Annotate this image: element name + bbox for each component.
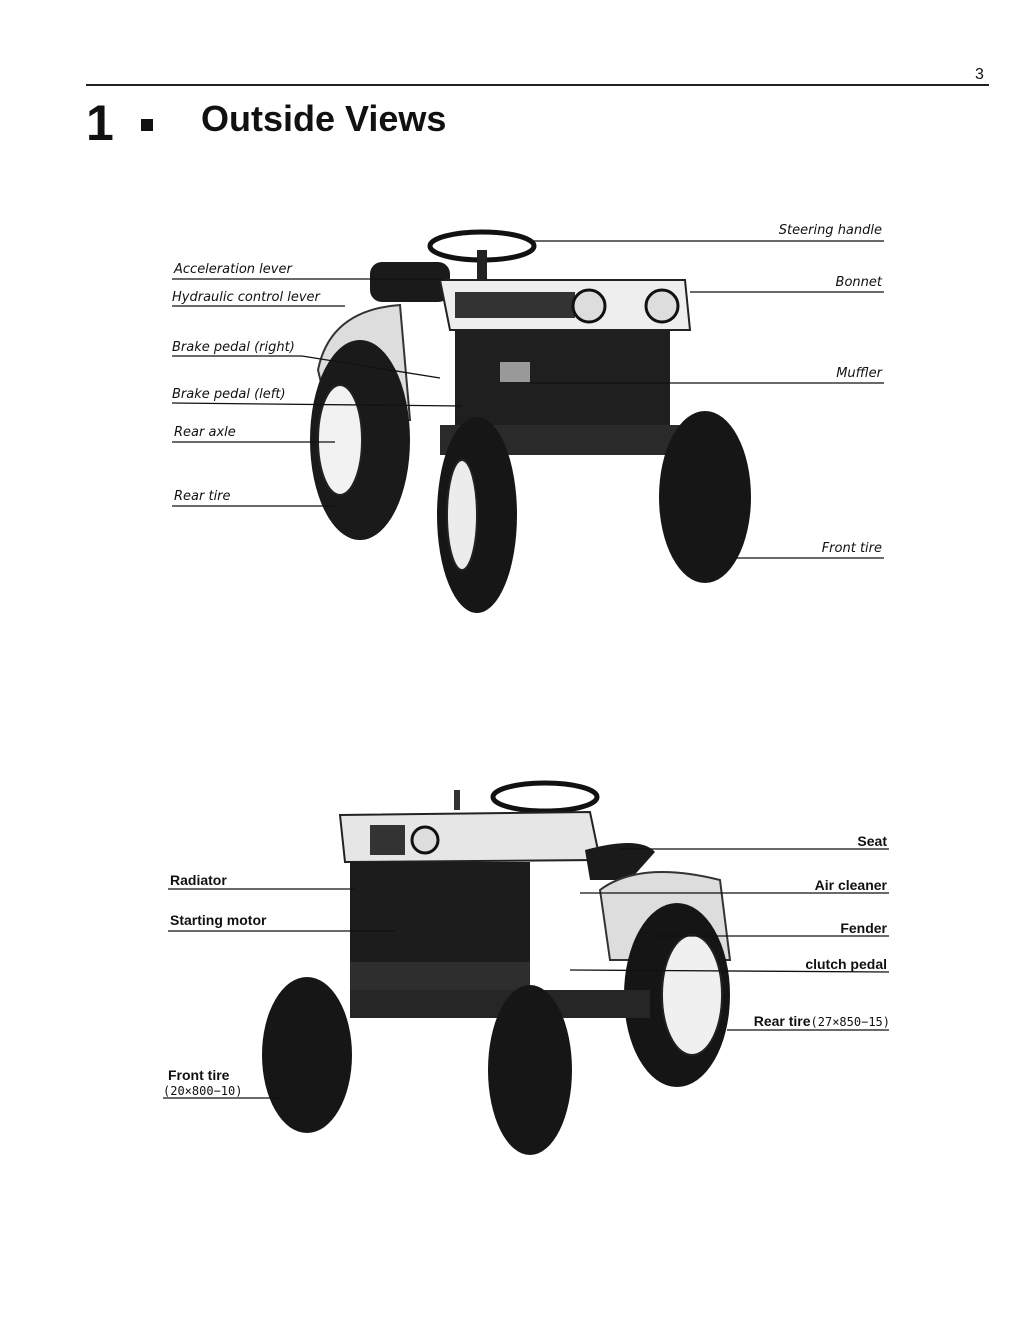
section-number: 1 <box>86 95 114 151</box>
header-rule <box>86 84 989 86</box>
label-brake-pedal-left: Brake pedal (left) <box>172 387 286 402</box>
engine-shape <box>455 330 670 425</box>
tractor-seat-shape <box>370 262 450 302</box>
label-hydraulic-control-lever: Hydraulic control lever <box>172 290 320 305</box>
figure1-leader-lines <box>171 240 884 559</box>
label-acceleration-lever: Acceleration lever <box>174 262 292 277</box>
front-tire-left-shape <box>262 977 352 1133</box>
section-number-dot <box>141 119 153 131</box>
tractor-front-view <box>310 229 751 613</box>
headlight-shape <box>571 288 607 324</box>
page-number: 3 <box>975 66 984 83</box>
label-clutch-pedal: clutch pedal <box>805 956 887 972</box>
figure2-leader-lines <box>163 848 890 1099</box>
label-steering-handle: Steering handle <box>778 223 882 238</box>
label-rear-axle: Rear axle <box>174 425 236 440</box>
label-rear-tire-2: Rear tire(27×850−15) <box>700 1013 890 1029</box>
label-rear-tire: Rear tire <box>174 489 231 504</box>
steering-wheel-shape <box>490 780 600 814</box>
tractor-seat-shape <box>585 842 655 880</box>
label-starting-motor: Starting motor <box>170 912 267 928</box>
rear-tire-name: Rear tire <box>753 1013 811 1029</box>
front-tire-right-shape <box>659 411 751 583</box>
muffler-shape <box>500 362 530 382</box>
label-fender: Fender <box>840 920 887 936</box>
headlight-shape <box>644 288 680 324</box>
rear-tire-spec: (27×850−15) <box>810 1015 890 1029</box>
label-front-tire-2: Front tire <box>168 1067 230 1083</box>
label-radiator: Radiator <box>170 872 227 888</box>
label-brake-pedal-right: Brake pedal (right) <box>172 340 295 355</box>
label-front-tire: Front tire <box>821 541 882 556</box>
label-air-cleaner: Air cleaner <box>814 877 887 893</box>
front-tire-right-shape <box>488 985 572 1155</box>
label-front-tire-spec: (20×800−10) <box>163 1084 243 1098</box>
label-seat: Seat <box>857 833 887 849</box>
label-muffler: Muffler <box>836 366 882 381</box>
label-bonnet: Bonnet <box>835 275 882 290</box>
engine-shape <box>350 862 530 962</box>
tractor-side-view <box>262 780 732 1155</box>
section-title: Outside Views <box>201 98 447 139</box>
